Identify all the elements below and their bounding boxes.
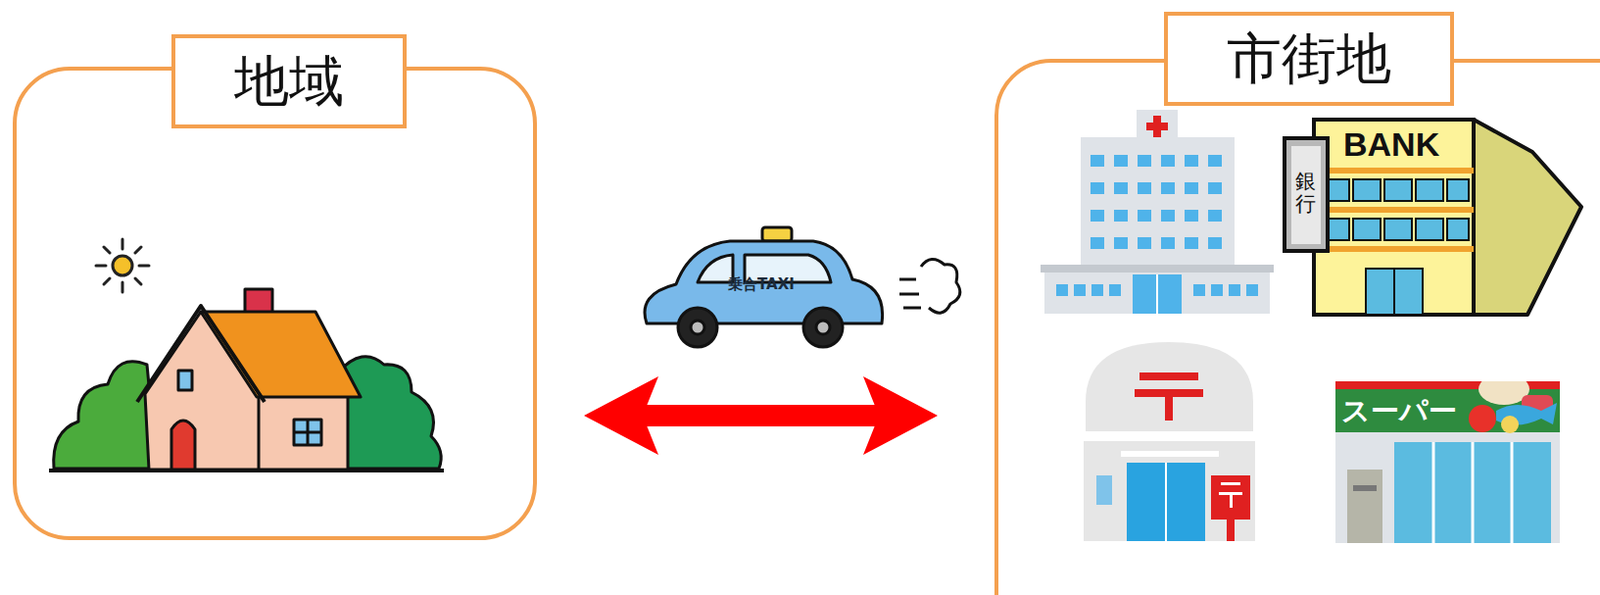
arrow-head: [583, 376, 659, 455]
supermarket-building: スーパー: [1335, 381, 1560, 543]
arrow-head: [863, 376, 938, 455]
shop-sign: スーパー: [1341, 391, 1457, 432]
building-sign: BANK: [1343, 125, 1440, 164]
hospital-icon: [1040, 109, 1274, 314]
area-region: 市街地BANK銀行スーパー: [994, 58, 1600, 595]
house-icon: [48, 289, 444, 471]
taxi-icon: [644, 227, 961, 347]
vehicle-label: 乗合TAXI: [727, 275, 795, 294]
vertical-sign: 銀行: [1295, 170, 1316, 216]
double-arrow: [583, 376, 938, 455]
sun-icon: [96, 239, 149, 292]
region-title: 地域: [171, 34, 407, 129]
post-office-icon: [1083, 341, 1256, 541]
bank-building: BANK 銀行: [1282, 116, 1584, 318]
area-region: 地域: [12, 66, 537, 540]
region-title: 市街地: [1163, 11, 1455, 106]
arrow-shaft: [642, 404, 879, 427]
